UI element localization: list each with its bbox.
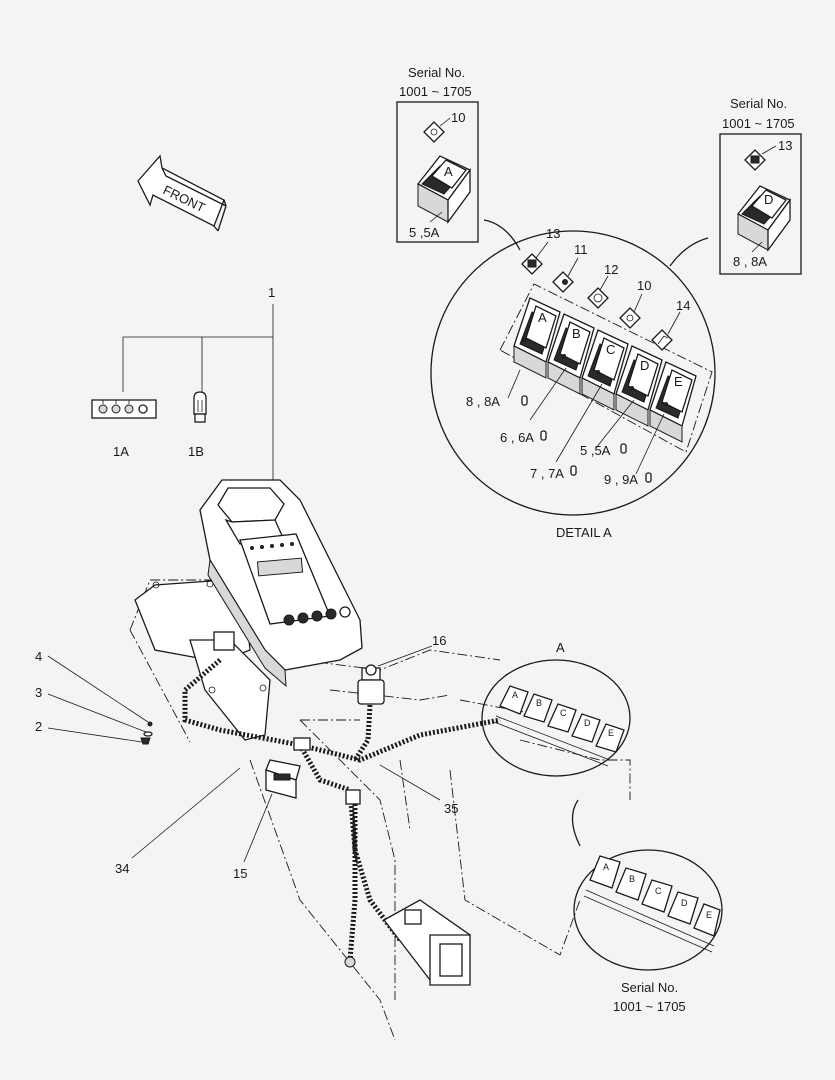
- inset-left-switch-letter: A: [444, 164, 453, 179]
- horn-icon: [651, 329, 673, 351]
- svg-text:A: A: [603, 862, 609, 872]
- detail-icon-ref-3: 12: [604, 262, 618, 277]
- detail-label: DETAIL A: [556, 525, 612, 540]
- inset-left-switch-a: 10 A 5 ,5A: [396, 101, 479, 243]
- detail-icon-ref-5: 14: [676, 298, 690, 313]
- callout-1-group: 1 1A 1B: [91, 285, 275, 488]
- svg-text:C: C: [606, 342, 615, 357]
- detail-icon-ref-2: 11: [574, 242, 588, 257]
- callout-35: 35: [444, 801, 458, 816]
- serial-range-bottom-right: 1001 ~ 1705: [613, 999, 686, 1014]
- connector-1a-icon: [91, 399, 157, 419]
- svg-text:B: B: [536, 698, 542, 708]
- detail-a: 13 11 12 10 14 A B: [430, 226, 716, 516]
- svg-text:E: E: [706, 910, 712, 920]
- callout-34: 34: [115, 861, 129, 876]
- callout-a-circle: A A B C D E: [481, 640, 631, 777]
- svg-text:D: D: [584, 718, 591, 728]
- fasteners: 4 3 2: [35, 649, 153, 745]
- detail-icons: [521, 253, 673, 351]
- detail-switch-c: C: [581, 329, 629, 411]
- switch-panel: [199, 479, 363, 688]
- callout-1b: 1B: [188, 444, 204, 459]
- inset-right-switch-letter: D: [764, 192, 773, 207]
- detail-switch-b: B: [547, 313, 595, 395]
- svg-text:C: C: [655, 886, 662, 896]
- svg-text:E: E: [608, 728, 614, 738]
- serial-title-top-left: Serial No.: [408, 65, 465, 80]
- detail-icon-ref-1: 13: [546, 226, 560, 241]
- light-icon: [619, 307, 641, 329]
- serial-range-top-left: 1001 ~ 1705: [399, 84, 472, 99]
- air-duct: [344, 899, 471, 986]
- gear-icon: [587, 287, 609, 309]
- callout-a-pointer: [571, 799, 581, 847]
- callout-16: 16: [432, 633, 446, 648]
- detail-part-ref-2: 6 , 6A: [500, 430, 534, 445]
- svg-text:B: B: [629, 874, 635, 884]
- svg-text:D: D: [681, 898, 688, 908]
- callout-4: 4: [35, 649, 42, 664]
- callout-1a: 1A: [113, 444, 129, 459]
- detail-switch-e: E: [649, 361, 697, 443]
- small-switch-row: A B C D E: [493, 685, 625, 767]
- serial-title-bottom-right: Serial No.: [621, 980, 678, 995]
- serial-variant-circle: A B C D E: [573, 849, 723, 971]
- svg-text:A: A: [538, 310, 547, 325]
- light-icon: [423, 121, 445, 143]
- detail-icon-ref-4: 10: [637, 278, 651, 293]
- inset-left-part-ref: 5 ,5A: [409, 225, 440, 240]
- serial-title-top-right: Serial No.: [730, 96, 787, 111]
- callout-a-label: A: [556, 640, 565, 655]
- bulb-icons: [521, 395, 652, 483]
- callout-15: 15: [233, 866, 247, 881]
- bottom-switch-row: A B C D E: [583, 855, 721, 953]
- detail-part-ref-1: 8 , 8A: [466, 394, 500, 409]
- svg-text:B: B: [572, 326, 581, 341]
- panel-indicators: [250, 542, 294, 550]
- mounting-bracket: [134, 579, 271, 741]
- serial-range-top-right: 1001 ~ 1705: [722, 116, 795, 131]
- part-15-connector: 15: [233, 759, 301, 881]
- inset-right-switch-d: 13 D 8 , 8A: [719, 133, 802, 275]
- svg-text:A: A: [512, 690, 518, 700]
- front-arrow: FRONT: [137, 154, 227, 232]
- wire-harness: [182, 658, 501, 961]
- callout-2: 2: [35, 719, 42, 734]
- detail-switch-d: D: [615, 345, 663, 427]
- inset-left-icon-ref: 10: [451, 110, 465, 125]
- svg-text:D: D: [640, 358, 649, 373]
- detail-part-ref-5: 9 , 9A: [604, 472, 638, 487]
- detail-part-ref-4: 7 , 7A: [530, 466, 564, 481]
- inset-right-icon-ref: 13: [778, 138, 792, 153]
- svg-text:E: E: [674, 374, 683, 389]
- bulb-1b-icon: [193, 391, 207, 423]
- inset-left-pointer: [483, 219, 521, 251]
- detail-switch-a: A: [513, 297, 561, 379]
- callout-3: 3: [35, 685, 42, 700]
- svg-text:C: C: [560, 708, 567, 718]
- callout-1: 1: [268, 285, 275, 300]
- part-16-sensor: 16: [357, 633, 446, 705]
- inset-right-part-ref: 8 , 8A: [733, 254, 767, 269]
- detail-part-ref-3: 5 ,5A: [580, 443, 611, 458]
- inset-right-pointer: [669, 237, 709, 267]
